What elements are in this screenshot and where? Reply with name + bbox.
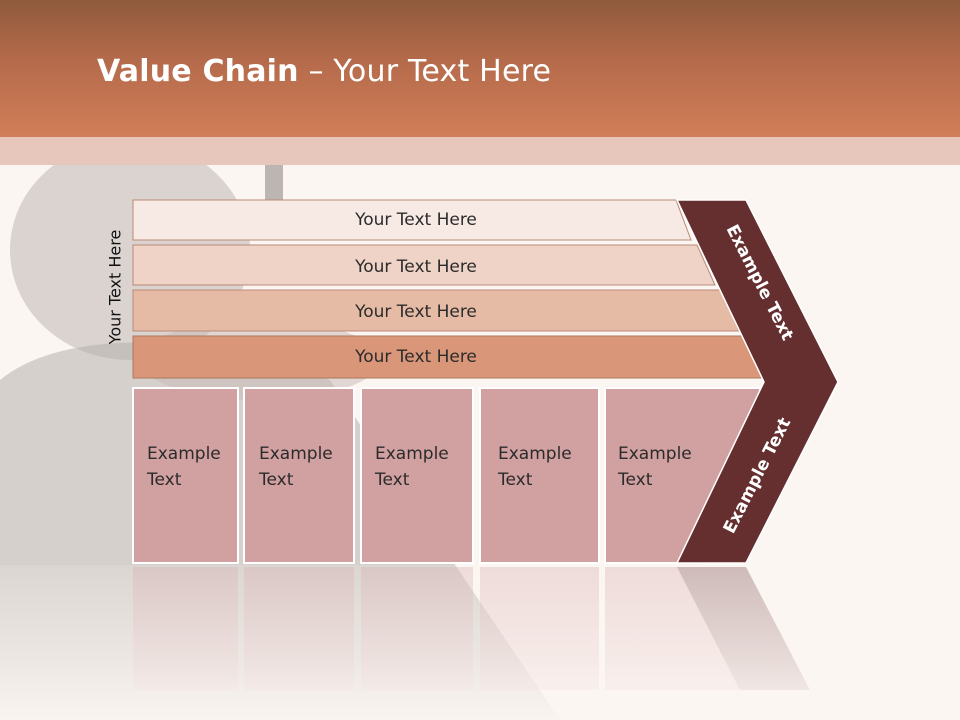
box-label-line2: Text: [258, 470, 294, 490]
box-label-line1: Example: [259, 444, 333, 464]
support-row-4: Your Text Here: [132, 335, 765, 379]
primary-box-2: Example Text: [243, 387, 355, 564]
header-band: [0, 137, 960, 165]
reflection-fade: [0, 565, 960, 720]
box-label-line1: Example: [147, 444, 221, 464]
box-label-line2: Text: [374, 470, 410, 490]
box-label-line1: Example: [498, 444, 572, 464]
title-bold: Value Chain: [97, 54, 299, 89]
box-label-line2: Text: [146, 470, 182, 490]
support-row-1: Your Text Here: [132, 199, 692, 241]
title-rest: – Your Text Here: [298, 54, 552, 89]
support-row-label: Your Text Here: [354, 302, 477, 322]
primary-box-4: Example Text: [479, 387, 600, 564]
support-row-label: Your Text Here: [354, 257, 477, 277]
box-label-line1: Example: [618, 444, 692, 464]
primary-box-3: Example Text: [360, 387, 474, 564]
header-bar: [0, 0, 960, 137]
box-label-line2: Text: [617, 470, 653, 490]
slide-title: Value Chain – Your Text Here: [97, 54, 551, 89]
support-row-label: Your Text Here: [354, 347, 477, 367]
box-label-line1: Example: [375, 444, 449, 464]
support-row-2: Your Text Here: [132, 244, 716, 286]
box-label-line2: Text: [497, 470, 533, 490]
support-row-label: Your Text Here: [354, 210, 477, 230]
primary-box-1: Example Text: [132, 387, 239, 564]
support-row-3: Your Text Here: [132, 289, 740, 332]
